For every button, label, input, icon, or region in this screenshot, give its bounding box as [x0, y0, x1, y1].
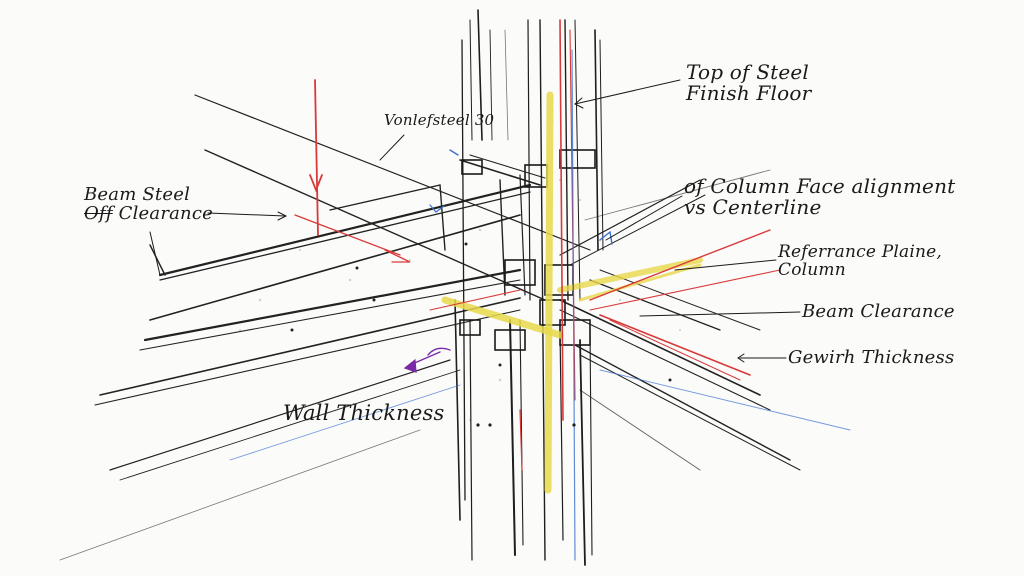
- label-column-face-line1: of Column Face alignment: [684, 174, 956, 198]
- label-beam-clearance-text: Beam Clearance: [802, 301, 955, 322]
- blue-marks: [229, 49, 851, 561]
- label-beam-steel-line1: Beam Steel: [84, 184, 191, 205]
- label-beam-steel: Beam Steel Off Clearance: [84, 184, 213, 224]
- label-reference-plane-line2: Column: [778, 259, 846, 280]
- label-gewirh-thickness-text: Gewirh Thickness: [788, 347, 955, 368]
- label-column-face: of Column Face alignment vs Centerline: [684, 176, 955, 218]
- detail-marks: [290, 242, 672, 427]
- label-vonlefsteel-text: Vonlefsteel 30: [384, 111, 495, 129]
- connection-details: [459, 149, 596, 351]
- label-reference-plane-line1: Referrance Plaine,: [778, 242, 942, 262]
- yellow-marks: [441, 91, 703, 494]
- label-beam-steel-line2: Off Clearance: [84, 202, 213, 224]
- label-vonlefsteel: Vonlefsteel 30: [384, 111, 495, 129]
- label-gewirh-thickness: Gewirh Thickness: [788, 347, 955, 368]
- label-reference-plane: Referrance Plaine, Column: [778, 242, 942, 280]
- label-beam-clearance: Beam Clearance: [802, 301, 955, 322]
- beam-left-lines: [59, 94, 591, 561]
- purple-marks: [403, 347, 451, 373]
- label-finish-floor-line2: Finish Floor: [686, 81, 812, 105]
- beam-right-lines: [559, 169, 801, 471]
- leader-lines: [149, 79, 801, 363]
- column-lines: [454, 9, 604, 566]
- label-wall-thickness-text: Wall Thickness: [283, 401, 445, 425]
- label-beam-steel-clearance: Clearance: [112, 202, 213, 224]
- label-wall-thickness: Wall Thickness: [283, 402, 444, 424]
- label-top-of-steel: Top of Steel Finish Floor: [686, 62, 811, 104]
- label-beam-steel-strike: Off: [84, 202, 113, 224]
- label-column-face-line2: vs Centerline: [684, 195, 822, 219]
- label-top-of-steel-line1: Top of Steel: [686, 60, 809, 84]
